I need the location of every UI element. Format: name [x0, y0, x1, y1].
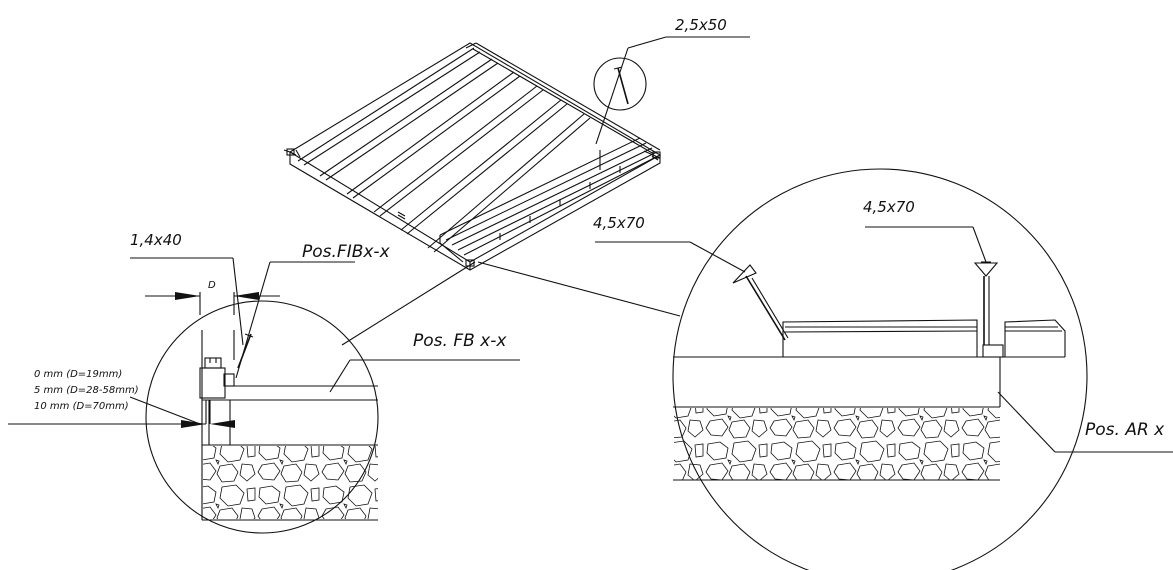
screw-size-label-mid: 4,5x70	[593, 214, 645, 232]
detail-nail-top: 2,5x50	[593, 16, 750, 145]
nail-size-label-top: 2,5x50	[675, 16, 727, 34]
deck-panel	[283, 42, 662, 271]
dim-d-label: D	[208, 280, 216, 291]
gap-label-10mm: 10 mm (D=70mm)	[34, 401, 129, 412]
pos-ar-label: Pos. AR x	[1085, 420, 1165, 440]
pos-fb-label: Pos. FB x-x	[413, 331, 507, 351]
gap-label-5mm: 5 mm (D=28-58mm)	[34, 385, 139, 396]
detail-left: D 0 mm (D=19mm) 5 mm (D=28-58mm) 10 mm (…	[8, 231, 520, 534]
nail-size-label-left: 1,4x40	[130, 231, 182, 249]
pos-fib-label: Pos.FIBx-x	[302, 242, 391, 262]
detail-right: 4,5x70 4,5x70 Pos. AR x	[477, 168, 1173, 570]
screw-size-label-right: 4,5x70	[863, 198, 915, 216]
gap-label-0mm: 0 mm (D=19mm)	[34, 369, 122, 380]
